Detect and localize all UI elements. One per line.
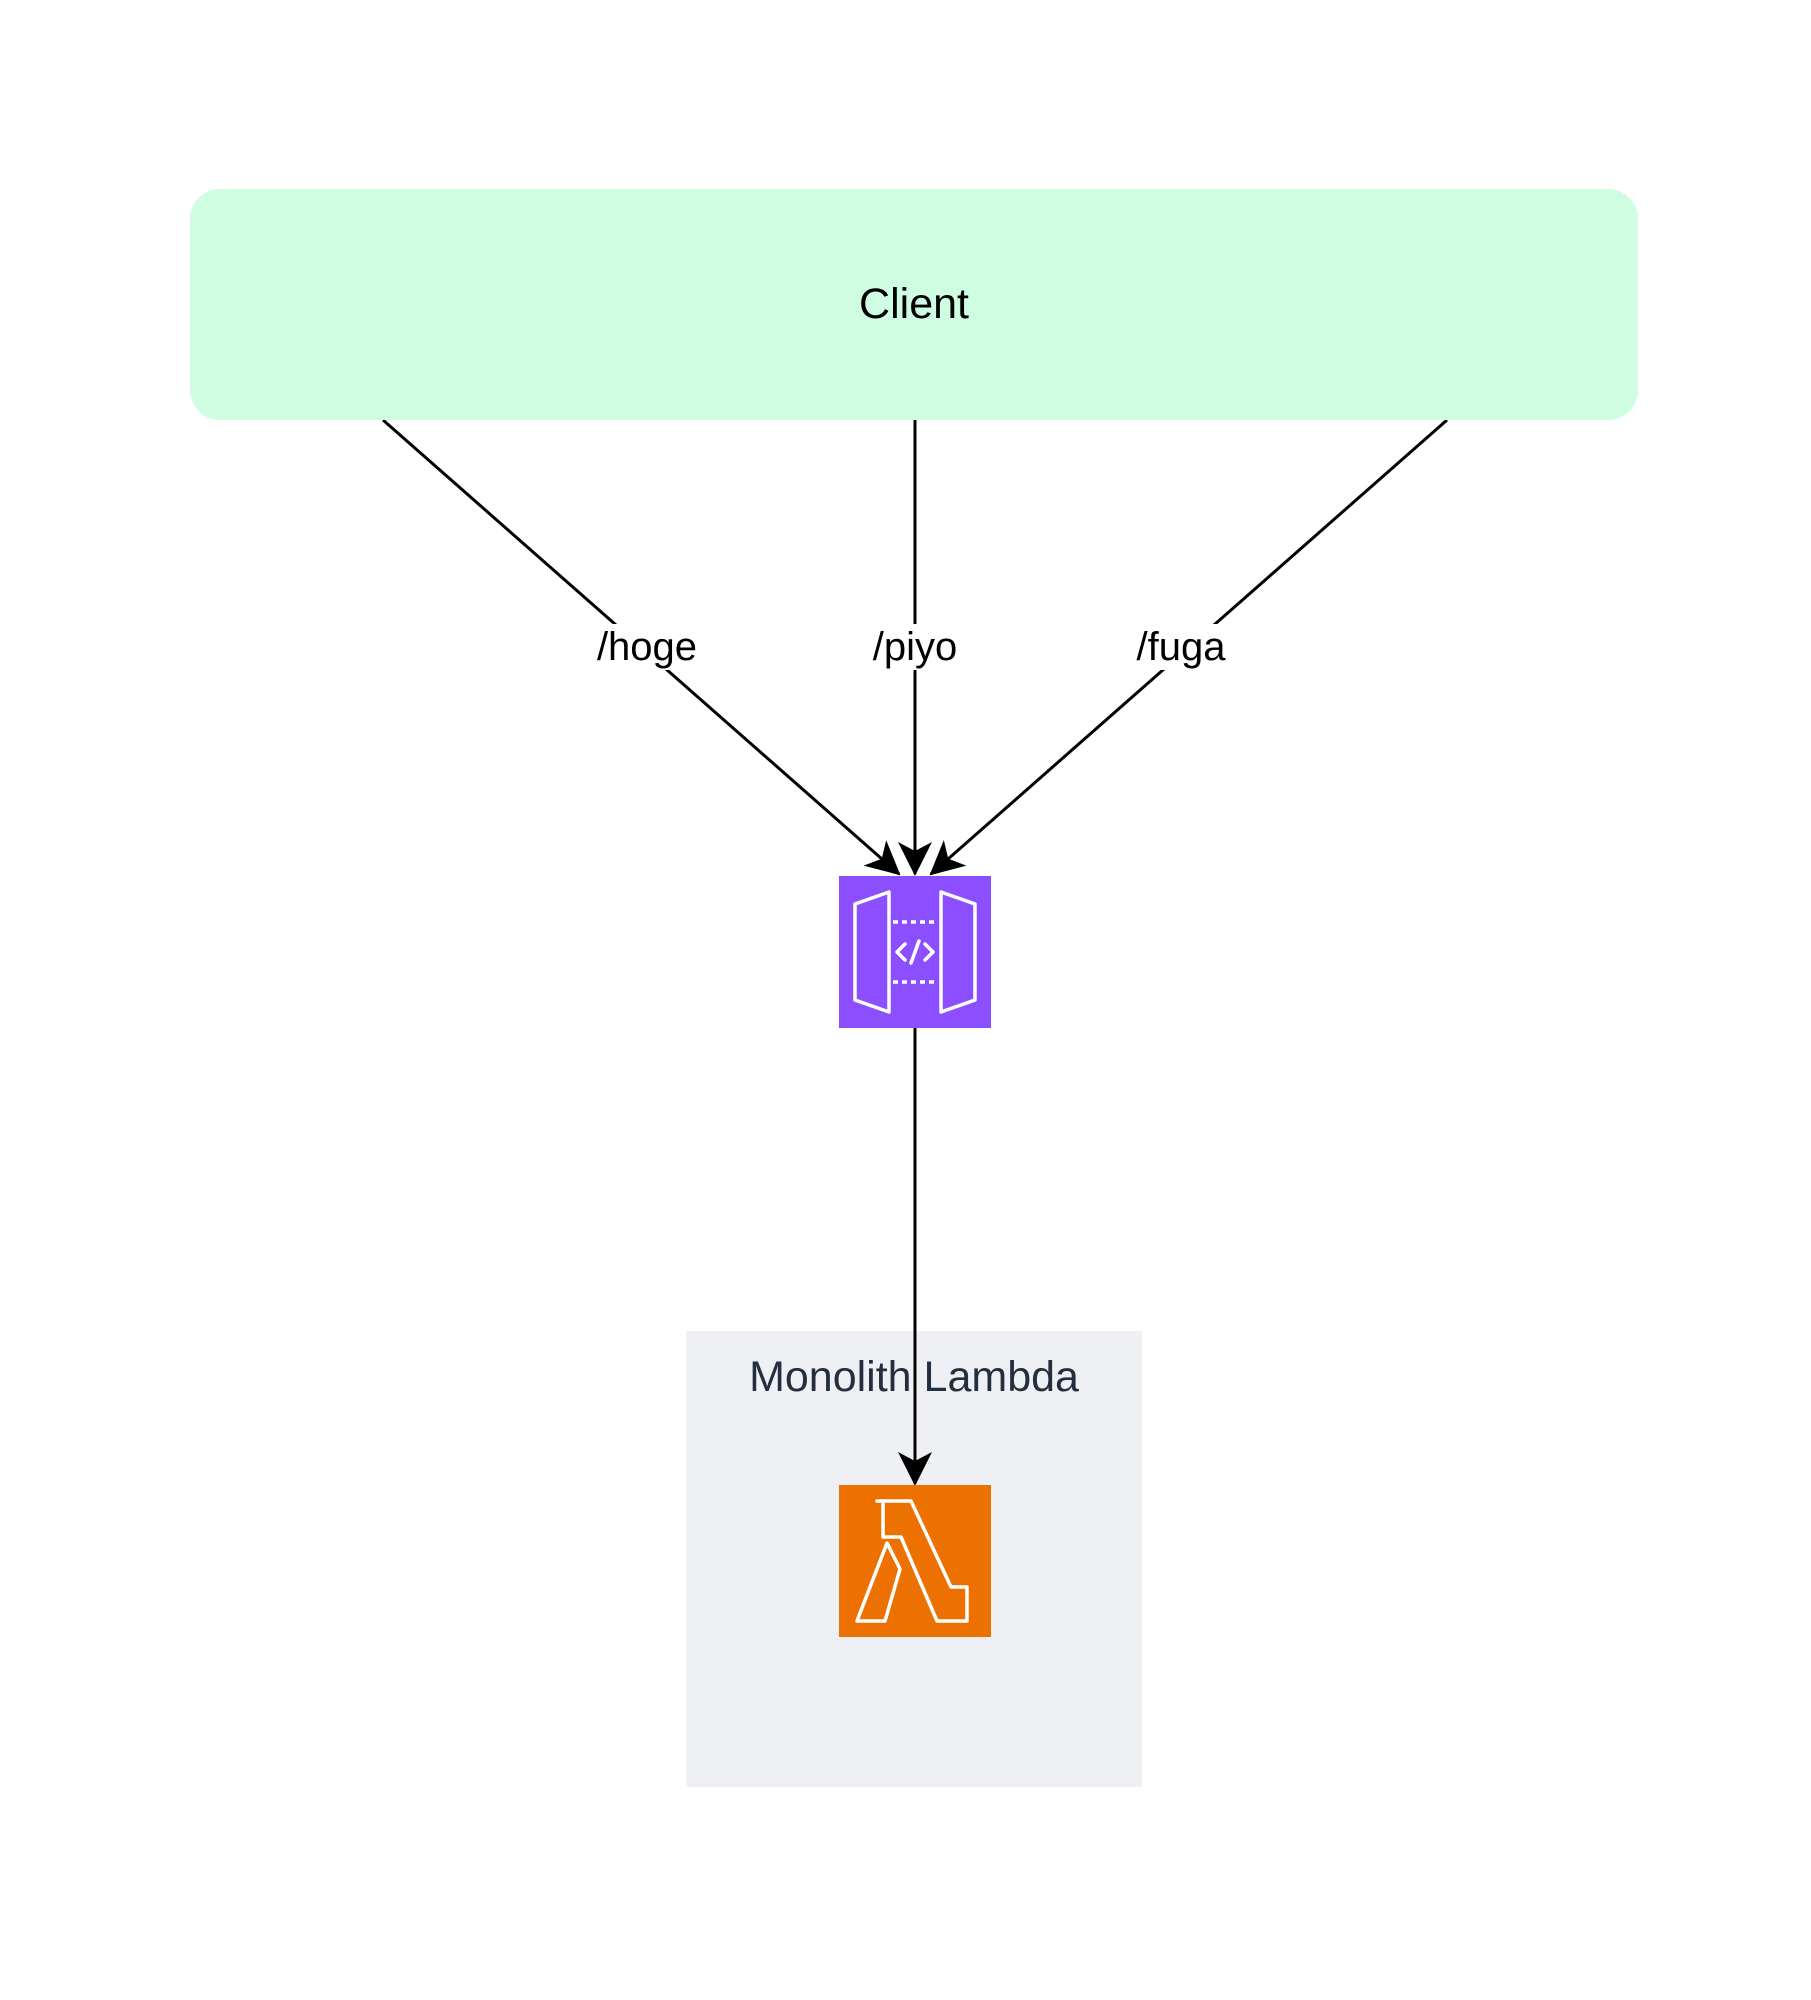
client-label: Client	[859, 280, 969, 328]
route-label-piyo: /piyo	[868, 624, 962, 670]
lambda-icon	[839, 1485, 991, 1637]
route-label-fuga: /fuga	[1132, 624, 1230, 670]
route-label-hoge: /hoge	[592, 624, 702, 670]
api-gateway-icon	[839, 876, 991, 1028]
client-node: Client	[190, 189, 1638, 420]
